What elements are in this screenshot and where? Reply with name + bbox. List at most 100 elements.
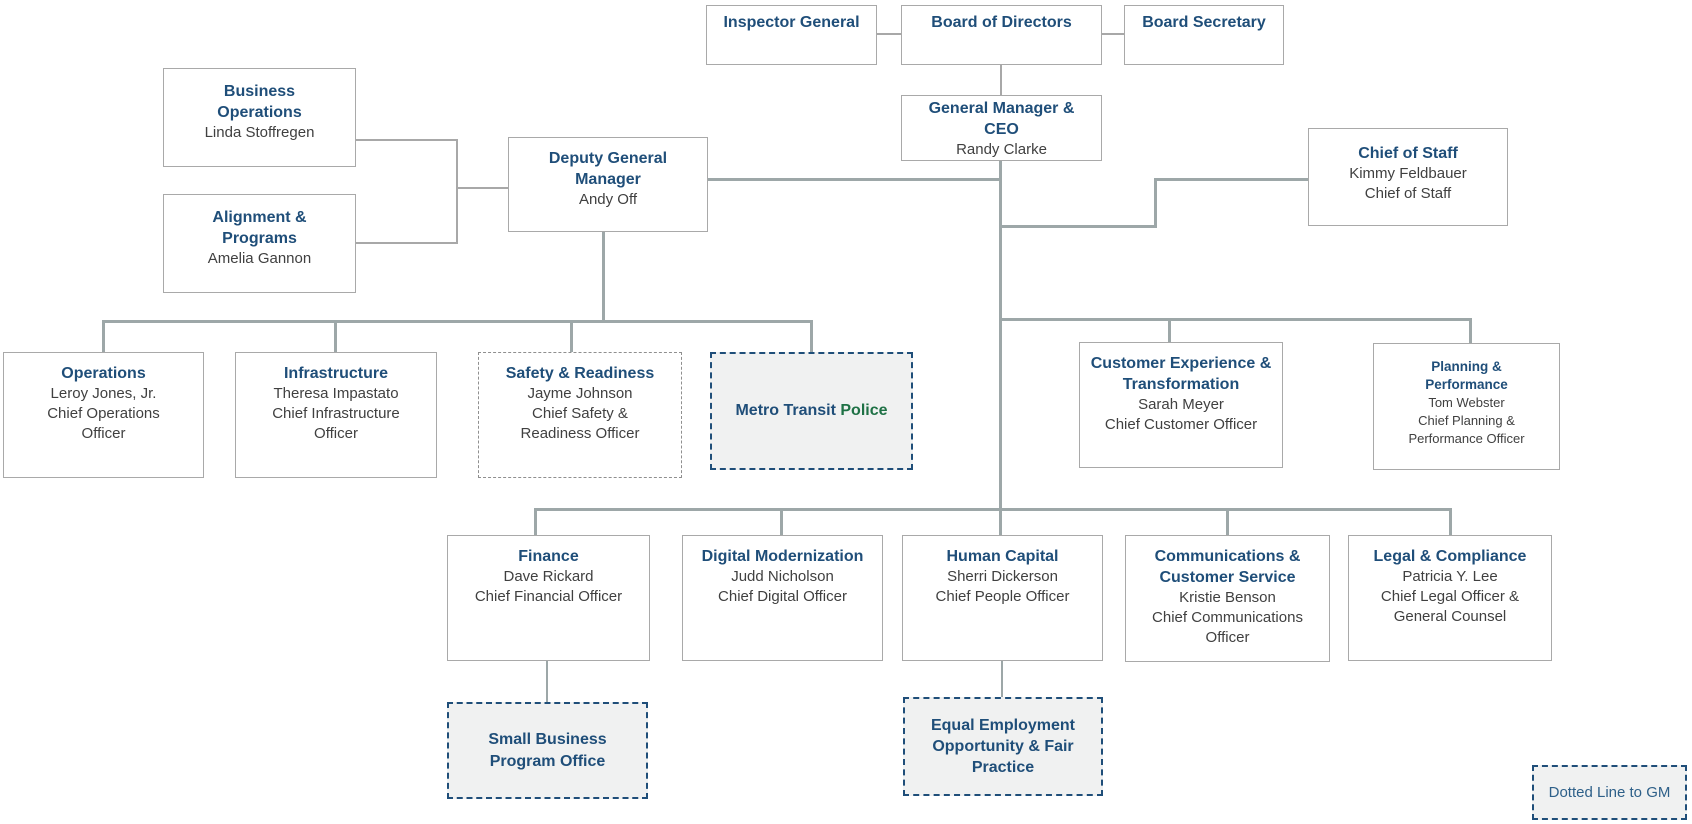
connector-align-bracket [356, 242, 458, 244]
node-title: Chief of Staff [1358, 145, 1458, 162]
node-title: Equal Employment Opportunity & Fair Prac… [930, 716, 1076, 777]
connector-depgm-drop [602, 232, 605, 323]
connector-bracket-depgm [457, 187, 508, 189]
connector-eeo-stem [1001, 661, 1003, 697]
node-person: Jayme Johnson [527, 385, 633, 403]
node-title: Board Secretary [1142, 14, 1266, 31]
node-role: Chief Legal Officer & General Counsel [1380, 587, 1520, 625]
node-person: Judd Nicholson [731, 568, 834, 586]
node-title: Board of Directors [931, 14, 1072, 31]
org-node-operations: Operations Leroy Jones, Jr. Chief Operat… [3, 352, 204, 478]
org-node-digital-modernization: Digital Modernization Judd Nicholson Chi… [682, 535, 883, 661]
node-title: Business Operations [217, 83, 302, 122]
node-person: Kristie Benson [1179, 589, 1276, 607]
node-title: Customer Experience & Transformation [1090, 355, 1272, 394]
node-title: Planning & Performance [1425, 359, 1508, 393]
node-role: Chief Operations Officer [47, 404, 160, 442]
connector-operations-drop [102, 320, 105, 352]
connector-lower-distribution [534, 508, 1452, 511]
org-node-communications: Communications & Customer Service Kristi… [1125, 535, 1330, 662]
connector-bod-gm [1000, 65, 1002, 95]
node-person: Theresa Impastato [273, 385, 399, 403]
connector-cos-elbow-vert [1154, 178, 1157, 228]
org-node-human-capital: Human Capital Sherri Dickerson Chief Peo… [902, 535, 1103, 661]
org-node-alignment-programs: Alignment & Programs Amelia Gannon [163, 194, 356, 293]
connector-right-distribution [999, 318, 1472, 321]
node-title-blue: Metro Transit [735, 402, 841, 420]
org-node-legal-compliance: Legal & Compliance Patricia Y. Lee Chief… [1348, 535, 1552, 661]
org-node-infrastructure: Infrastructure Theresa Impastato Chief I… [235, 352, 437, 478]
connector-main-trunk [999, 160, 1002, 535]
connector-legal-drop [1449, 508, 1452, 535]
node-role: Chief Financial Officer [474, 587, 623, 605]
org-node-board-of-directors: Board of Directors [901, 5, 1102, 65]
connector-bracket-vert [456, 139, 458, 244]
org-node-planning-performance: Planning & Performance Tom Webster Chief… [1373, 343, 1560, 470]
legend-label: Dotted Line to GM [1548, 783, 1671, 801]
node-title: Small Business Program Office [488, 731, 607, 770]
node-role: Chief Planning & Performance Officer [1408, 412, 1525, 446]
node-person: Randy Clarke [956, 141, 1047, 159]
connector-mtp-drop [810, 320, 813, 352]
connector-sbpo-stem [546, 661, 548, 702]
org-node-chief-of-staff: Chief of Staff Kimmy Feldbauer Chief of … [1308, 128, 1508, 226]
org-node-deputy-general-manager: Deputy General Manager Andy Off [508, 137, 708, 232]
node-title: Inspector General [723, 14, 860, 31]
node-person: Amelia Gannon [207, 250, 312, 268]
node-title-green: Police [840, 402, 888, 420]
connector-finance-drop [534, 508, 537, 535]
node-title: Finance [518, 548, 579, 565]
node-title: Digital Modernization [701, 548, 864, 565]
node-person: Leroy Jones, Jr. [50, 385, 157, 403]
node-role: Chief People Officer [935, 587, 1070, 605]
node-role: Chief Safety & Readiness Officer [520, 404, 640, 442]
node-person: Tom Webster [1428, 395, 1505, 411]
connector-planning-drop [1469, 318, 1472, 343]
node-person: Sherri Dickerson [947, 568, 1058, 586]
node-person: Patricia Y. Lee [1402, 568, 1498, 586]
node-role: Chief Customer Officer [1104, 416, 1258, 434]
node-person: Sarah Meyer [1138, 396, 1224, 414]
org-node-safety-readiness: Safety & Readiness Jayme Johnson Chief S… [478, 352, 682, 478]
node-role: Chief Infrastructure Officer [272, 404, 400, 442]
org-node-general-manager-ceo: General Manager & CEO Randy Clarke [901, 95, 1102, 161]
org-node-small-business-program-office: Small Business Program Office [447, 702, 648, 799]
node-person: Andy Off [578, 191, 638, 209]
node-role: Chief Communications Officer [1152, 609, 1303, 646]
node-title: Human Capital [946, 548, 1059, 565]
org-node-board-secretary: Board Secretary [1124, 5, 1284, 65]
node-title: Metro Transit Police [735, 400, 887, 421]
org-node-inspector-general: Inspector General [706, 5, 877, 65]
connector-depgm-trunk [708, 178, 1001, 181]
connector-custexp-drop [1168, 318, 1171, 342]
legend-dotted-line-to-gm: Dotted Line to GM [1532, 765, 1687, 820]
connector-left-distribution [102, 320, 813, 323]
connector-digital-drop [780, 508, 783, 535]
connector-infrastructure-drop [334, 320, 337, 352]
node-title: Operations [61, 365, 146, 382]
connector-ig-bod [877, 33, 901, 35]
connector-cos-horiz [1157, 178, 1308, 181]
connector-bod-bs [1102, 33, 1124, 35]
node-role: Chief Digital Officer [718, 587, 847, 605]
node-person: Kimmy Feldbauer [1349, 165, 1467, 183]
node-person: Linda Stoffregen [204, 124, 315, 142]
node-title: Legal & Compliance [1373, 548, 1527, 565]
org-node-business-operations: Business Operations Linda Stoffregen [163, 68, 356, 167]
node-title: Deputy General Manager [548, 150, 668, 189]
node-person: Dave Rickard [503, 568, 594, 586]
node-title: Communications & Customer Service [1154, 548, 1301, 587]
node-title: General Manager & CEO [928, 100, 1075, 139]
node-role: Chief of Staff [1364, 184, 1452, 202]
connector-cos-elbow-bottom [999, 225, 1157, 228]
org-node-eeo-fair-practice: Equal Employment Opportunity & Fair Prac… [903, 697, 1103, 796]
connector-comms-drop [1226, 508, 1229, 536]
node-title: Safety & Readiness [505, 365, 655, 382]
connector-busops-bracket [356, 139, 458, 141]
org-node-finance: Finance Dave Rickard Chief Financial Off… [447, 535, 650, 661]
node-title: Alignment & Programs [212, 209, 307, 248]
org-node-customer-experience: Customer Experience & Transformation Sar… [1079, 342, 1283, 468]
node-title: Infrastructure [283, 365, 389, 382]
org-node-metro-transit-police: Metro Transit Police [710, 352, 913, 470]
